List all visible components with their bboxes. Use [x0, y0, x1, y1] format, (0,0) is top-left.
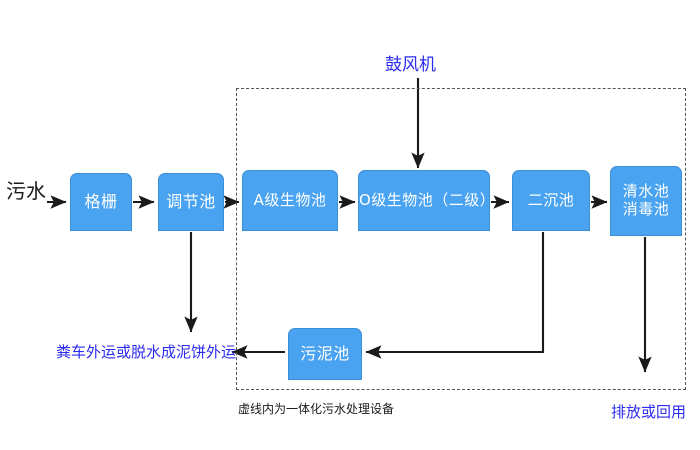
integrated-equipment-boundary	[236, 88, 686, 390]
label-boundary-caption: 虚线内为一体化污水处理设备	[238, 402, 395, 416]
label-discharge-or-reuse: 排放或回用	[611, 403, 687, 421]
node-regulating-tank[interactable]: 调节池	[158, 173, 224, 231]
node-sludge-tank[interactable]: 污泥池	[288, 328, 362, 380]
node-a-stage-biotank[interactable]: A级生物池	[242, 170, 338, 231]
label-influent: 污水	[6, 179, 46, 203]
label-sludge-disposal: 粪车外运或脱水成泥饼外运	[56, 343, 237, 361]
node-o-stage-biotank[interactable]: O级生物池（二级）	[358, 170, 495, 231]
node-clearwater-disinfection-tank[interactable]: 清水池 消毒池	[610, 166, 682, 236]
label-blower: 鼓风机	[385, 55, 436, 75]
node-grille[interactable]: 格栅	[70, 173, 132, 231]
node-secondary-clarifier[interactable]: 二沉池	[512, 170, 590, 231]
